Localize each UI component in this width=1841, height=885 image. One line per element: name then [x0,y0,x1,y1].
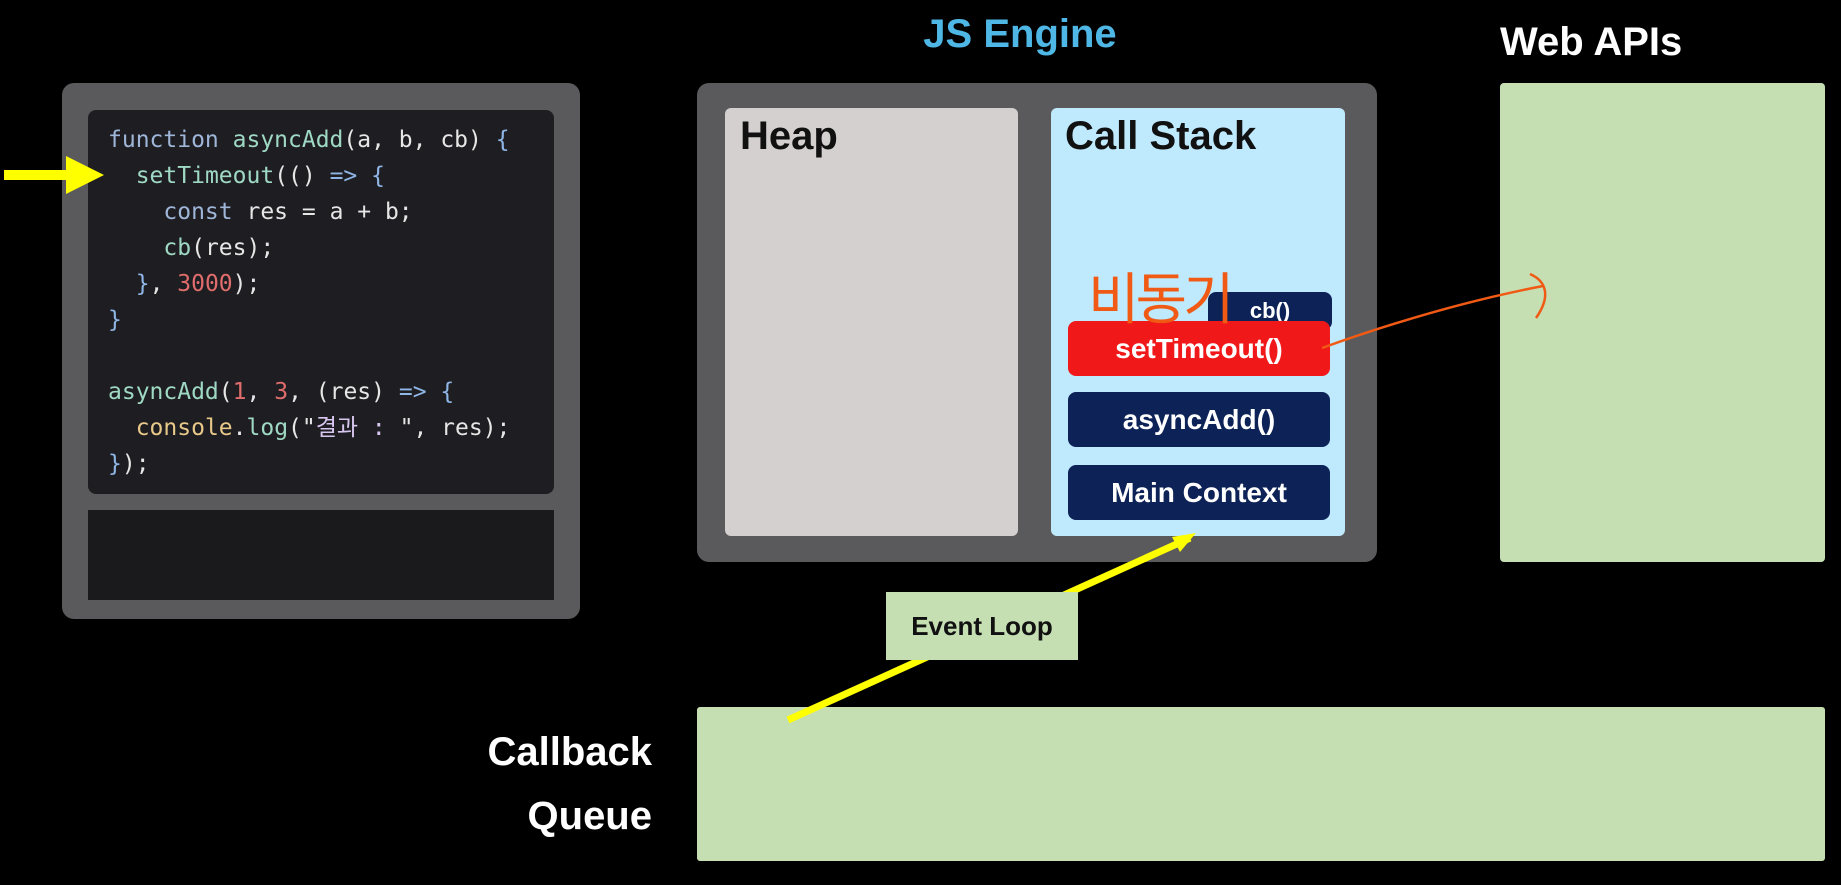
code-token: ); [232,271,261,297]
code-token [108,163,136,189]
code-token: (res); [191,235,275,261]
event-loop-box: Event Loop [886,592,1078,660]
code-token: 3 [274,379,289,405]
code-token: ", res); [399,415,511,441]
code-token: ( [218,379,233,405]
code-token: 결과 : [315,415,400,441]
code-block: function asyncAdd(a, b, cb) { setTimeout… [108,122,510,482]
callback-queue-box [697,707,1825,861]
web-apis-title: Web APIs [1500,20,1683,64]
stack-frame-asyncadd: asyncAdd() [1068,392,1330,447]
stack-frame-main-context: Main Context [1068,465,1330,520]
code-line: asyncAdd(1, 3, (res) => { [108,374,510,410]
code-token [108,415,136,441]
code-token: asyncAdd [232,127,344,153]
code-token: => { [329,163,385,189]
code-line [108,338,510,374]
code-token: (" [288,415,316,441]
stack-frame-settimeout: setTimeout() [1068,321,1330,376]
code-token: (() [274,163,330,189]
callback-queue-title: Callback Queue [440,720,652,848]
code-token: cb [163,235,192,261]
code-token [108,199,163,225]
code-token [108,271,136,297]
call-stack-title: Call Stack [1065,114,1257,158]
code-token: log [246,415,289,441]
code-token: } [108,307,122,333]
web-apis-box [1500,83,1825,562]
code-line: function asyncAdd(a, b, cb) { [108,122,510,158]
code-token: . [232,415,247,441]
js-engine-title: JS Engine [923,12,1117,56]
code-token: console [135,415,233,441]
code-token: } [135,271,150,297]
code-token: 3000 [177,271,233,297]
code-token: => { [398,379,455,405]
callback-queue-title-line1: Callback [487,730,652,774]
code-token: , [149,271,178,297]
code-token [108,235,163,261]
code-token: res = a + b; [246,199,413,225]
code-line: console.log("결과 : ", res); [108,410,511,446]
console-output-box [88,510,554,600]
code-token: const [163,199,247,225]
code-line: setTimeout(() => { [108,158,510,194]
code-token: (a, b, cb) [343,127,496,153]
current-line-arrow-icon [4,156,104,194]
code-line: const res = a + b; [108,194,510,230]
code-token: function [108,127,233,153]
code-token: } [108,451,122,477]
code-line: cb(res); [108,230,510,266]
code-token: { [495,127,510,153]
heap-box [725,108,1018,536]
code-token: , [246,379,275,405]
callback-queue-title-line2: Queue [527,794,652,838]
code-token: 1 [232,379,247,405]
code-line: }, 3000); [108,266,510,302]
code-line: } [108,302,510,338]
heap-title: Heap [740,114,838,158]
code-line: }); [108,446,510,482]
code-editor [88,110,554,494]
code-token: asyncAdd [108,379,219,405]
code-token: ); [121,451,150,477]
code-token: setTimeout [135,163,275,189]
handwritten-annotation: 비동기 [1088,268,1235,333]
code-token: , (res) [288,379,399,405]
